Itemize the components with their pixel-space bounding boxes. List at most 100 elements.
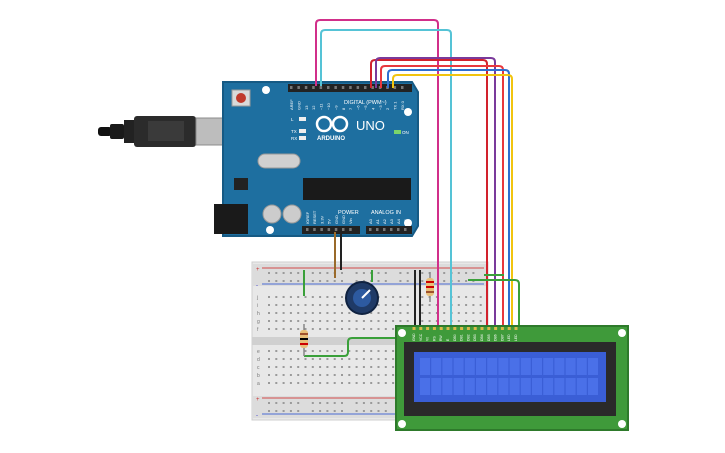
terminal-hole[interactable] [275, 382, 278, 384]
rail-hole[interactable] [370, 402, 373, 404]
terminal-hole[interactable] [370, 358, 373, 360]
terminal-hole[interactable] [275, 358, 278, 360]
terminal-hole[interactable] [319, 350, 322, 352]
terminal-hole[interactable] [282, 296, 285, 298]
rail-hole[interactable] [268, 410, 270, 412]
rail-hole[interactable] [311, 402, 314, 404]
rail-hole[interactable] [275, 402, 278, 404]
terminal-hole[interactable] [370, 382, 373, 384]
terminal-hole[interactable] [421, 296, 424, 298]
rail-hole[interactable] [282, 410, 285, 412]
header-pin[interactable] [320, 228, 323, 231]
terminal-hole[interactable] [297, 296, 300, 298]
terminal-hole[interactable] [355, 358, 358, 360]
terminal-hole[interactable] [282, 312, 285, 314]
header-pin[interactable] [306, 228, 309, 231]
terminal-hole[interactable] [392, 382, 395, 384]
lcd-pin[interactable] [500, 327, 504, 330]
terminal-hole[interactable] [319, 312, 322, 314]
terminal-hole[interactable] [370, 374, 373, 376]
terminal-hole[interactable] [282, 374, 285, 376]
rail-hole[interactable] [406, 272, 409, 274]
rail-hole[interactable] [297, 280, 300, 282]
header-pin[interactable] [327, 228, 331, 231]
terminal-hole[interactable] [399, 296, 402, 298]
terminal-hole[interactable] [370, 320, 373, 322]
header-pin[interactable] [383, 228, 386, 231]
rail-hole[interactable] [297, 410, 300, 412]
header-pin[interactable] [290, 86, 293, 89]
terminal-hole[interactable] [392, 374, 395, 376]
terminal-hole[interactable] [289, 358, 292, 360]
terminal-hole[interactable] [275, 320, 278, 322]
terminal-hole[interactable] [304, 358, 307, 360]
rail-hole[interactable] [297, 402, 300, 404]
rail-hole[interactable] [319, 280, 322, 282]
rail-hole[interactable] [341, 272, 343, 274]
terminal-hole[interactable] [333, 350, 336, 352]
lcd-pin[interactable] [432, 327, 436, 330]
terminal-hole[interactable] [304, 312, 307, 314]
terminal-hole[interactable] [326, 328, 329, 330]
terminal-hole[interactable] [392, 320, 395, 322]
terminal-hole[interactable] [311, 358, 314, 360]
terminal-hole[interactable] [362, 382, 365, 384]
rail-hole[interactable] [297, 272, 300, 274]
terminal-hole[interactable] [297, 350, 300, 352]
terminal-hole[interactable] [326, 382, 329, 384]
terminal-hole[interactable] [341, 328, 343, 330]
terminal-hole[interactable] [355, 382, 358, 384]
terminal-hole[interactable] [304, 296, 307, 298]
terminal-hole[interactable] [297, 358, 300, 360]
lcd-pin[interactable] [494, 327, 498, 330]
terminal-hole[interactable] [268, 312, 270, 314]
terminal-hole[interactable] [384, 296, 387, 298]
terminal-hole[interactable] [355, 366, 358, 368]
terminal-hole[interactable] [275, 296, 278, 298]
terminal-hole[interactable] [275, 312, 278, 314]
terminal-hole[interactable] [282, 350, 285, 352]
terminal-hole[interactable] [311, 312, 314, 314]
terminal-hole[interactable] [465, 304, 468, 306]
terminal-hole[interactable] [377, 320, 380, 322]
rail-hole[interactable] [319, 402, 322, 404]
terminal-hole[interactable] [355, 374, 358, 376]
header-pin[interactable] [319, 86, 323, 89]
terminal-hole[interactable] [392, 358, 395, 360]
rail-hole[interactable] [362, 280, 365, 282]
terminal-hole[interactable] [384, 328, 387, 330]
terminal-hole[interactable] [362, 366, 365, 368]
rail-hole[interactable] [275, 280, 278, 282]
terminal-hole[interactable] [268, 304, 270, 306]
terminal-hole[interactable] [421, 320, 424, 322]
header-pin[interactable] [313, 228, 316, 231]
header-pin[interactable] [312, 86, 315, 89]
terminal-hole[interactable] [428, 320, 431, 322]
terminal-hole[interactable] [370, 366, 373, 368]
terminal-hole[interactable] [348, 382, 351, 384]
terminal-hole[interactable] [311, 296, 314, 298]
terminal-hole[interactable] [392, 312, 395, 314]
rail-hole[interactable] [377, 402, 380, 404]
rail-hole[interactable] [421, 280, 424, 282]
lcd-pin[interactable] [480, 327, 484, 330]
lcd-pin[interactable] [426, 327, 430, 330]
terminal-hole[interactable] [304, 304, 307, 306]
terminal-hole[interactable] [355, 350, 358, 352]
rail-hole[interactable] [443, 280, 446, 282]
rail-hole[interactable] [421, 272, 424, 274]
terminal-hole[interactable] [348, 320, 351, 322]
rail-hole[interactable] [341, 410, 343, 412]
rail-hole[interactable] [311, 280, 314, 282]
rail-hole[interactable] [282, 272, 285, 274]
terminal-hole[interactable] [319, 328, 322, 330]
terminal-hole[interactable] [377, 358, 380, 360]
terminal-hole[interactable] [399, 320, 402, 322]
rail-hole[interactable] [268, 402, 270, 404]
rail-hole[interactable] [289, 402, 292, 404]
rail-hole[interactable] [465, 280, 468, 282]
lcd-pin[interactable] [466, 327, 470, 330]
terminal-hole[interactable] [341, 320, 343, 322]
rail-hole[interactable] [384, 280, 387, 282]
terminal-hole[interactable] [465, 320, 468, 322]
